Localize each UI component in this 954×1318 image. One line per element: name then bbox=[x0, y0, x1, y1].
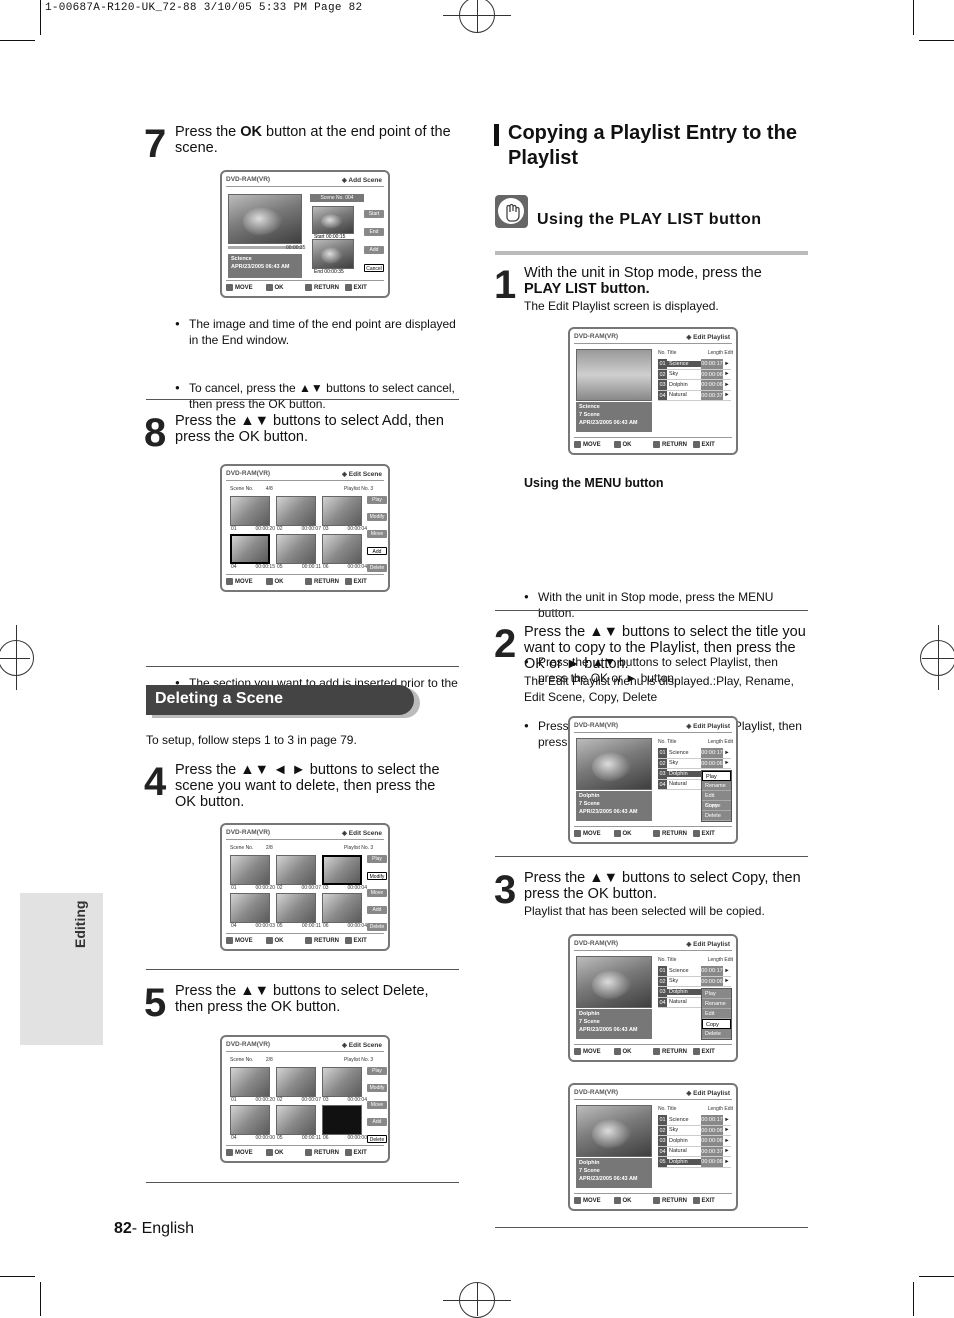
page-footer: 82- English bbox=[114, 1220, 195, 1237]
divider bbox=[146, 969, 459, 970]
edit-scene-screen: DVD-RAM(VR) ◈ Edit Scene Scene No. 2/8 P… bbox=[220, 823, 390, 951]
crop-mark bbox=[40, 0, 41, 35]
crop-mark bbox=[919, 40, 954, 41]
bullet-item: Press the ▲▼ buttons to select Playlist,… bbox=[524, 654, 809, 686]
divider bbox=[495, 610, 808, 611]
step-3-text: Press the ▲▼ buttons to select Copy, the… bbox=[524, 870, 801, 902]
edit-scene-screen: DVD-RAM(VR) ◈ Edit Scene Scene No. 4/8 P… bbox=[220, 464, 390, 592]
hand-icon bbox=[495, 195, 528, 228]
crop-mark bbox=[0, 40, 35, 41]
step-2-note: The Edit Playlist menu is displayed.:Pla… bbox=[524, 674, 794, 704]
add-scene-screen: DVD-RAM(VR) ◈ Add Scene 00:00:35 Science… bbox=[220, 170, 390, 298]
side-tab bbox=[20, 893, 103, 1045]
registration-mark bbox=[920, 640, 954, 676]
divider bbox=[495, 1227, 808, 1228]
step-8-text: Press the ▲▼ buttons to select Add, then… bbox=[175, 413, 444, 445]
crop-mark bbox=[40, 1282, 41, 1316]
bullet-item: To cancel, press the ▲▼ buttons to selec… bbox=[175, 380, 460, 412]
step-2-text: Press the ▲▼ buttons to select the title… bbox=[524, 624, 806, 672]
step-number: 5 bbox=[144, 981, 166, 1025]
crop-mark bbox=[919, 1276, 954, 1277]
registration-mark bbox=[0, 640, 34, 676]
side-tab-label: Editing bbox=[72, 900, 88, 948]
crop-mark bbox=[0, 1276, 35, 1277]
step-7-text: Press the OK button at the end point of … bbox=[175, 124, 451, 156]
section-title-deleting: Deleting a Scene bbox=[146, 685, 414, 715]
menu-subtitle: Using the MENU button bbox=[524, 476, 664, 490]
crop-mark bbox=[913, 1282, 914, 1316]
crop-mark bbox=[913, 0, 914, 35]
step-5-text: Press the ▲▼ buttons to select Delete,th… bbox=[175, 983, 429, 1015]
step-number: 8 bbox=[144, 411, 166, 455]
step-number: 7 bbox=[144, 122, 166, 166]
bullet-item: With the unit in Stop mode, press the ME… bbox=[524, 589, 809, 621]
divider bbox=[495, 856, 808, 857]
print-slug: 1-00687A-R120-UK_72-88 3/10/05 5:33 PM P… bbox=[45, 2, 363, 14]
divider bbox=[146, 1182, 459, 1183]
subsection-title: Using the PLAY LIST button bbox=[537, 211, 762, 228]
step-1-note: The Edit Playlist screen is displayed. bbox=[524, 299, 719, 313]
step-3-note: Playlist that has been selected will be … bbox=[524, 904, 765, 918]
bullet-item: The image and time of the end point are … bbox=[175, 316, 460, 348]
divider bbox=[146, 399, 459, 400]
setup-note: To setup, follow steps 1 to 3 in page 79… bbox=[146, 733, 357, 747]
step-number: 1 bbox=[494, 263, 516, 307]
step-number: 4 bbox=[144, 760, 166, 804]
step-number: 3 bbox=[494, 868, 516, 912]
subsection-bar bbox=[495, 251, 808, 255]
divider bbox=[146, 666, 459, 667]
step-number: 2 bbox=[494, 622, 516, 666]
title-marker bbox=[494, 124, 499, 146]
edit-scene-screen: DVD-RAM(VR) ◈ Edit Scene Scene No. 2/8 P… bbox=[220, 1035, 390, 1163]
preview-image bbox=[228, 194, 302, 244]
